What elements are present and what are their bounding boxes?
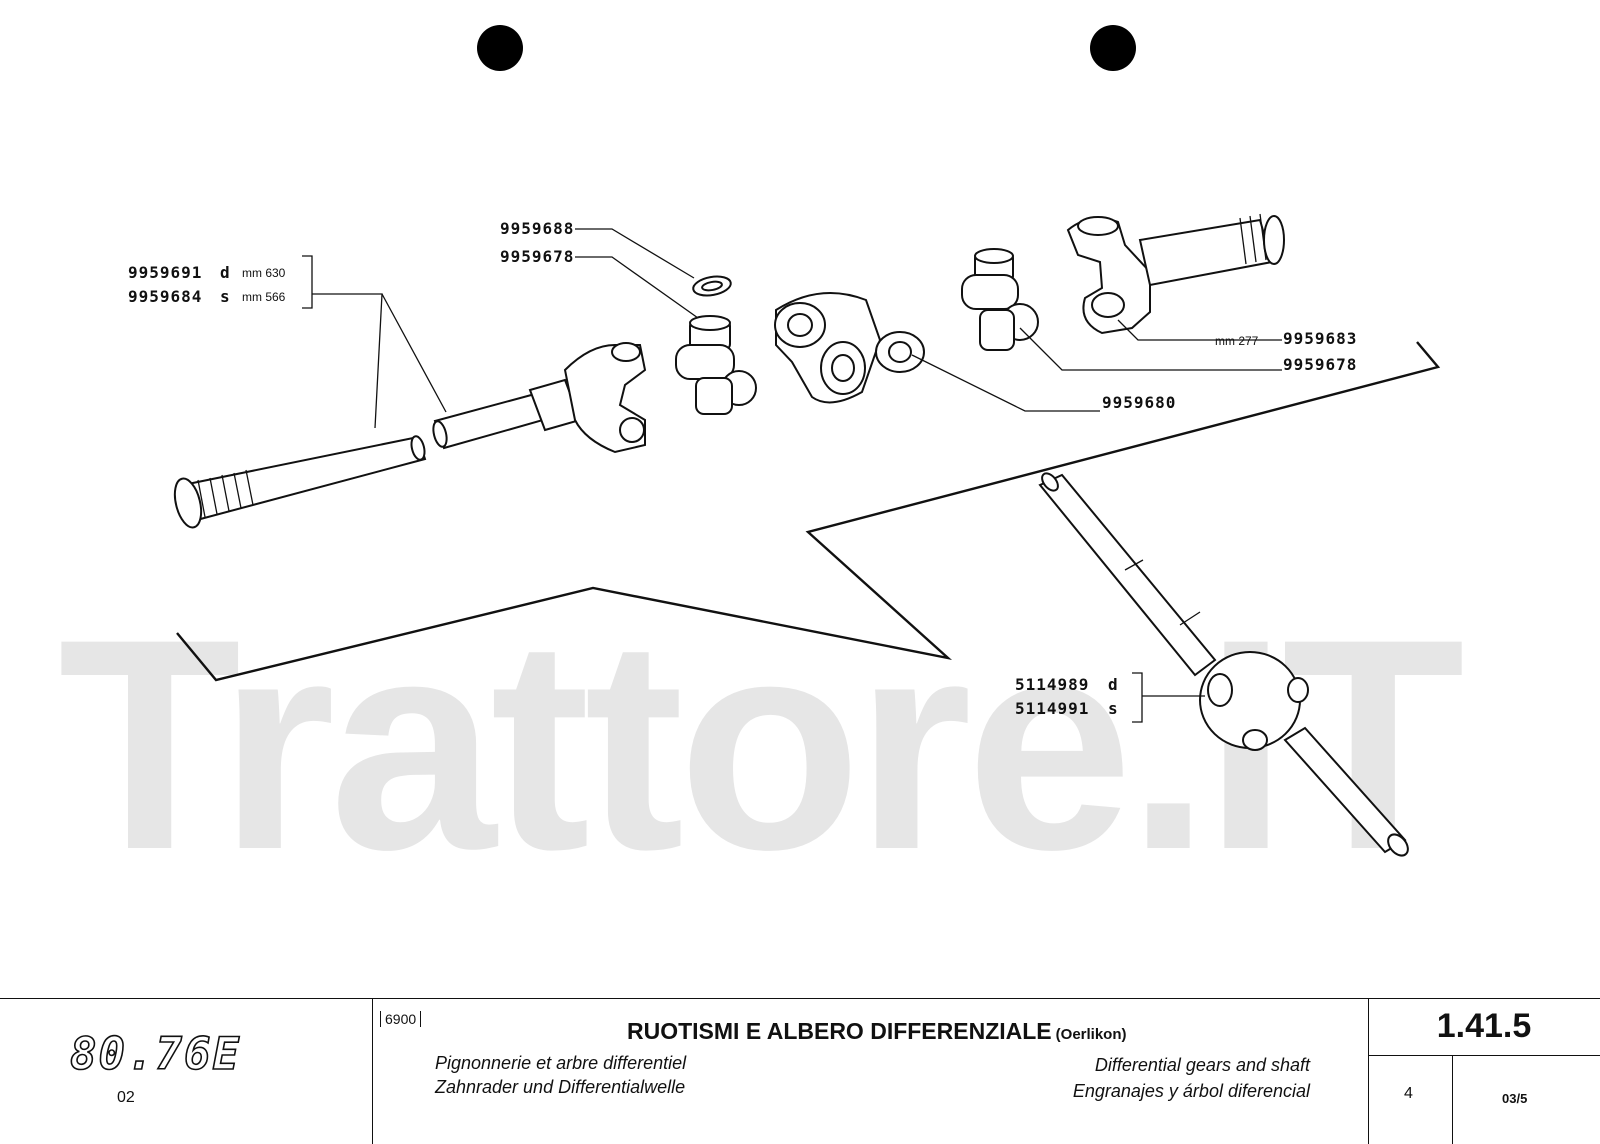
title-es: Engranajes y árbol diferencial [1072,1081,1310,1101]
model-sub: 02 [117,1089,135,1106]
binder-hole-left [477,25,523,71]
ring-part [692,275,732,297]
assembly-outline [176,341,1441,682]
label-5114989: 5114989 [1015,675,1089,694]
label-9959691-side: d [220,263,231,282]
label-9959678-right: 9959678 [1283,355,1357,374]
label-9959678-left: 9959678 [500,247,574,266]
ref-vertical-divider [1452,1055,1453,1144]
page-title-sub: (Oerlikon) [1055,1026,1127,1043]
page-title: RUOTISMI E ALBERO DIFFERENZIALE(Oerlikon… [627,1018,1127,1045]
part-labels: 9959688 9959678 9959691 d mm 630 9959684… [128,219,1357,718]
title-fr: Pignonnerie et arbre differentiel [435,1053,687,1073]
ref-cell: 1.41.5 4 03/5 [1368,999,1600,1144]
ref-divider [1368,1055,1600,1056]
title-en: Differential gears and shaft [1094,1055,1310,1075]
label-5114991-side: s [1108,699,1119,718]
label-9959683: 9959683 [1283,329,1357,348]
title-cell: 6900 RUOTISMI E ALBERO DIFFERENZIALE(Oer… [372,999,1369,1144]
page-ref-code: 1.41.5 [1436,1007,1532,1045]
group-code: 6900 [380,1011,422,1027]
leader-lines [302,228,1282,723]
label-9959683-len: mm 277 [1215,334,1259,348]
label-9959684: 9959684 [128,287,202,306]
label-5114989-side: d [1108,675,1119,694]
label-5114991: 5114991 [1015,699,1089,718]
label-9959680: 9959680 [1102,393,1176,412]
title-de: Zahnrader und Differentialwelle [435,1077,686,1097]
revision-date: 03/5 [1502,1091,1528,1106]
label-9959691: 9959691 [128,263,202,282]
title-block: 80.76E 02 6900 RUOTISMI E ALBERO DIFFERE… [0,998,1600,1144]
left-cross [675,315,757,415]
label-9959684-len: mm 566 [242,290,286,304]
label-9959688: 9959688 [500,219,574,238]
sheet-number: 4 [1404,1085,1413,1102]
right-shaft [1066,213,1285,335]
center-yoke [774,291,925,404]
exploded-parts-diagram: Trattore.IT [58,25,1470,912]
assembled-shaft [1038,472,1409,857]
right-cross [961,248,1039,351]
label-9959684-side: s [220,287,231,306]
left-shaft [173,342,647,529]
binder-hole-right [1090,25,1136,71]
page-title-text: RUOTISMI E ALBERO DIFFERENZIALE [627,1018,1052,1044]
label-9959691-len: mm 630 [242,266,286,280]
model-cell: 80.76E 02 [0,999,373,1144]
model-code: 80.76E [69,1028,241,1081]
